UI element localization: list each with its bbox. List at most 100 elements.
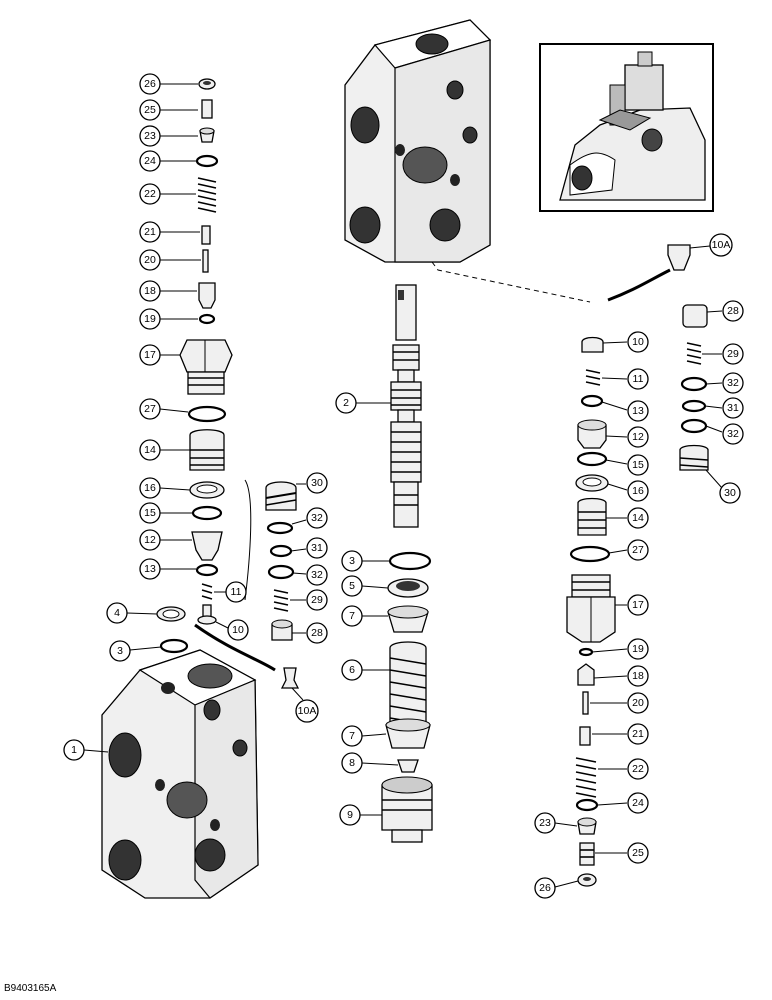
right-parts	[566, 244, 709, 887]
callout-31-left: 31	[306, 537, 328, 559]
svg-text:32: 32	[311, 569, 323, 581]
left-relief-parts	[265, 481, 300, 689]
callout-23-right: 23	[534, 812, 556, 834]
svg-text:7: 7	[349, 730, 355, 742]
svg-text:12: 12	[144, 534, 156, 546]
svg-text:18: 18	[144, 285, 156, 297]
spool	[390, 284, 422, 528]
callout-32-right-a: 32	[722, 372, 744, 394]
svg-text:5: 5	[349, 580, 355, 592]
callout-12: 12	[139, 529, 161, 551]
callout-13: 13	[139, 558, 161, 580]
callout-30-right: 30	[719, 482, 741, 504]
svg-text:30: 30	[311, 477, 323, 489]
svg-text:23: 23	[539, 817, 551, 829]
callout-24-right: 24	[627, 792, 649, 814]
svg-text:20: 20	[632, 697, 644, 709]
svg-text:3: 3	[117, 645, 123, 657]
figure-id: B9403165A	[4, 983, 57, 994]
callout-11-right: 11	[627, 368, 649, 390]
callout-3-left: 3	[109, 640, 131, 662]
svg-text:14: 14	[144, 444, 156, 456]
callout-3-center: 3	[341, 550, 363, 572]
callout-30-left: 30	[306, 472, 328, 494]
svg-text:3: 3	[349, 555, 355, 567]
valve-body-bottom	[101, 649, 259, 899]
callout-32-right-b: 32	[722, 423, 744, 445]
callout-1: 1	[63, 739, 85, 761]
valve-body-top	[344, 19, 492, 263]
callout-7-b: 7	[341, 725, 363, 747]
svg-text:1: 1	[71, 744, 77, 756]
callout-32-left-b: 32	[306, 564, 328, 586]
svg-text:25: 25	[144, 104, 156, 116]
center-parts	[381, 551, 433, 843]
callout-14-right: 14	[627, 507, 649, 529]
svg-text:14: 14	[632, 512, 644, 524]
callout-22-right: 22	[627, 758, 649, 780]
svg-text:32: 32	[727, 428, 739, 440]
svg-text:10: 10	[232, 624, 244, 636]
callout-25-right: 25	[627, 842, 649, 864]
callouts-left: 26 25 23 24 22 21 20 18 19 17 27 14 16 1…	[63, 73, 328, 761]
svg-text:26: 26	[144, 78, 156, 90]
svg-text:2: 2	[343, 397, 349, 409]
svg-text:15: 15	[632, 459, 644, 471]
svg-text:32: 32	[311, 512, 323, 524]
callout-17-right: 17	[627, 594, 649, 616]
callout-10A-left: 10A	[295, 699, 319, 723]
callout-32-left-a: 32	[306, 507, 328, 529]
svg-text:11: 11	[633, 373, 644, 385]
callout-27-right: 27	[627, 539, 649, 561]
callout-9: 9	[339, 804, 361, 826]
svg-text:17: 17	[632, 599, 644, 611]
svg-text:12: 12	[632, 431, 644, 443]
callout-2: 2	[335, 392, 357, 414]
svg-text:13: 13	[632, 405, 644, 417]
callout-7-a: 7	[341, 605, 363, 627]
callout-31-right: 31	[722, 397, 744, 419]
callout-19: 19	[139, 308, 161, 330]
svg-text:31: 31	[727, 402, 739, 414]
callout-5: 5	[341, 575, 363, 597]
svg-text:19: 19	[144, 313, 156, 325]
callout-17: 17	[139, 344, 161, 366]
callout-8: 8	[341, 752, 363, 774]
callout-23: 23	[139, 125, 161, 147]
callout-28-left: 28	[306, 622, 328, 644]
svg-text:7: 7	[349, 610, 355, 622]
svg-text:15: 15	[144, 507, 156, 519]
svg-text:22: 22	[632, 763, 644, 775]
callout-26-right: 26	[534, 877, 556, 899]
svg-text:24: 24	[144, 155, 156, 167]
svg-text:11: 11	[231, 586, 242, 598]
svg-text:27: 27	[144, 403, 156, 415]
callout-11: 11	[225, 581, 247, 603]
callout-14: 14	[139, 439, 161, 461]
svg-text:16: 16	[632, 485, 644, 497]
svg-text:9: 9	[347, 809, 353, 821]
callout-21: 21	[139, 221, 161, 243]
callouts-right: 10A 28 29 32 31 32 30 10 11 13 12 15 16 …	[534, 233, 744, 899]
callout-19-right: 19	[627, 638, 649, 660]
svg-text:29: 29	[727, 348, 739, 360]
callout-24: 24	[139, 150, 161, 172]
svg-text:13: 13	[144, 563, 156, 575]
svg-text:19: 19	[632, 643, 644, 655]
callout-18: 18	[139, 280, 161, 302]
callout-28-right: 28	[722, 300, 744, 322]
svg-text:20: 20	[144, 254, 156, 266]
callout-10: 10	[227, 619, 249, 641]
callout-27: 27	[139, 398, 161, 420]
svg-text:30: 30	[724, 487, 736, 499]
callout-29-left: 29	[306, 589, 328, 611]
callout-13-right: 13	[627, 400, 649, 422]
svg-text:4: 4	[114, 607, 120, 619]
callout-10-right: 10	[627, 331, 649, 353]
inset-view	[539, 43, 714, 212]
svg-text:28: 28	[311, 627, 323, 639]
svg-text:28: 28	[727, 305, 739, 317]
svg-text:24: 24	[632, 797, 644, 809]
